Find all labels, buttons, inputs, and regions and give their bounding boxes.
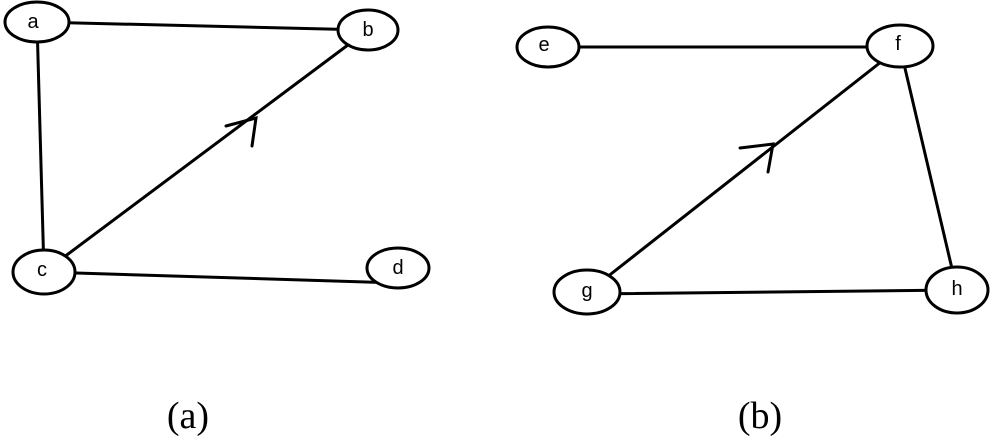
node-f-label: f (895, 33, 901, 55)
node-g: g (552, 268, 622, 316)
graph-a: a b c d (a) (3, 0, 431, 437)
node-c-label: c (37, 259, 47, 281)
arrowhead-c-b (224, 115, 258, 148)
node-d: d (365, 246, 431, 290)
node-e: e (515, 25, 581, 69)
caption-a: (a) (167, 395, 209, 437)
edge-a-c (35, 20, 46, 274)
edge-a-b (35, 20, 370, 32)
node-h-label: h (951, 278, 962, 300)
node-g-label: g (581, 280, 592, 302)
node-h: h (924, 265, 990, 315)
node-b: b (336, 8, 400, 52)
arrowhead-g-f (738, 142, 775, 174)
node-a-label: a (27, 11, 39, 33)
node-f: f (865, 23, 935, 69)
node-e-label: e (538, 34, 549, 56)
edge-g-f (586, 45, 902, 294)
node-b-label: b (362, 19, 373, 41)
edge-f-h (898, 45, 959, 292)
graph-b: e f g h (b) (515, 23, 990, 437)
caption-b: (b) (738, 395, 782, 437)
edge-c-d (42, 270, 400, 285)
node-d-label: d (392, 257, 403, 279)
edge-g-h (586, 288, 959, 296)
edge-c-b (42, 28, 370, 274)
node-c: c (11, 248, 77, 296)
node-a: a (3, 0, 71, 44)
